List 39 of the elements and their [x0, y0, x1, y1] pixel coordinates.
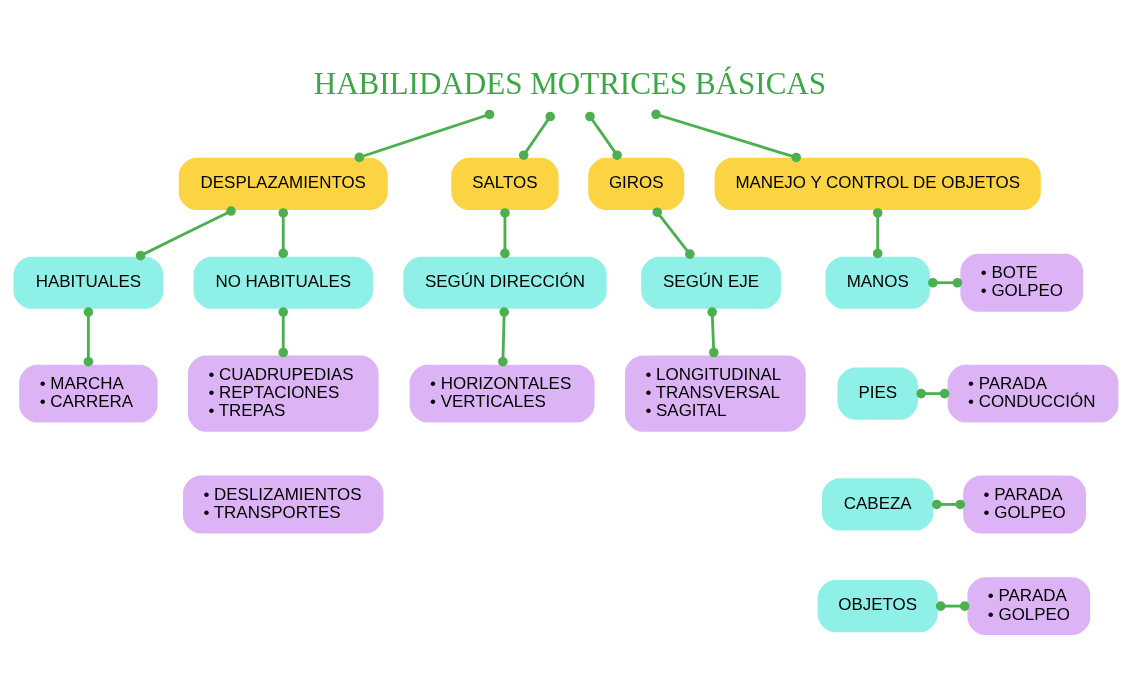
node-box: MANEJO Y CONTROL DE OBJETOS: [714, 157, 1041, 210]
node-box: SEGÚN DIRECCIÓN: [403, 256, 607, 309]
node-box: • HORIZONTALES • VERTICALES: [409, 364, 595, 423]
connector: [935, 600, 970, 611]
node-box: MANOS: [825, 256, 930, 309]
connector: [916, 388, 950, 398]
connector: [83, 306, 94, 367]
node-text: HABILIDADES MOTRICES BÁSICAS: [313, 65, 827, 101]
connector: [278, 306, 289, 357]
node-box: • PARADA • CONDUCCIÓN: [947, 364, 1119, 423]
connector: [518, 111, 555, 160]
connector: [928, 277, 963, 288]
node-box: NO HABITUALES: [193, 256, 373, 309]
connector: [354, 109, 495, 162]
node-box: DESPLAZAMIENTOS: [178, 157, 388, 210]
node-box: • PARADA • GOLPEO: [963, 475, 1086, 533]
connector: [135, 205, 236, 260]
connector: [931, 499, 966, 509]
node-box: GIROS: [588, 157, 685, 210]
connector: [872, 207, 883, 258]
connector: [498, 306, 509, 367]
node-box: • PARADA • GOLPEO: [967, 576, 1091, 635]
node-box: • DESLIZAMIENTOS • TRANSPORTES: [183, 475, 384, 533]
node-box: • CUADRUPEDIAS • REPTACIONES • TREPAS: [187, 354, 379, 432]
node-box: SEGÚN EJE: [641, 256, 781, 309]
connector: [652, 206, 695, 259]
connector: [585, 111, 622, 160]
node-box: • LONGITUDINAL • TRANSVERSAL • SAGITAL: [624, 354, 806, 432]
connector: [707, 306, 719, 357]
node-box: • BOTE • GOLPEO: [960, 253, 1084, 312]
node-box: SALTOS: [451, 157, 559, 210]
node-box: OBJETOS: [817, 579, 938, 632]
node-box: HABITUALES: [13, 256, 164, 309]
connector: [651, 109, 801, 162]
node-box: CABEZA: [821, 477, 934, 531]
connector: [500, 207, 510, 258]
node-box: • MARCHA • CARRERA: [19, 364, 158, 423]
node-box: PIES: [837, 366, 918, 420]
connector: [278, 207, 289, 258]
